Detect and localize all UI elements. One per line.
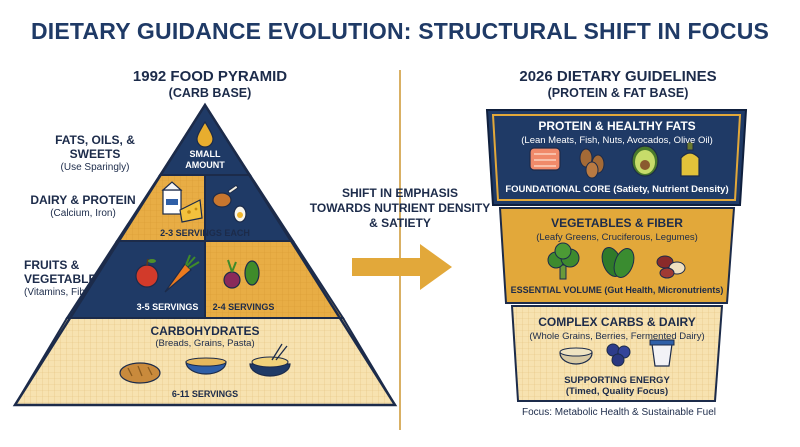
vegetable-servings: 2-4 SERVINGS xyxy=(212,302,275,312)
right-column-title: 2026 DIETARY GUIDELINES (PROTEIN & FAT B… xyxy=(508,68,728,100)
spinach-icon xyxy=(601,247,635,278)
cereal-bowl-icon xyxy=(185,357,227,375)
grains-bowl-icon xyxy=(559,347,593,365)
beet-icon xyxy=(223,259,260,289)
label-fruits: FRUITS & VEGETABLES (Vitamins, Fiber) xyxy=(10,258,124,299)
tier-protein-sub: (Lean Meats, Fish, Nuts, Avocados, Olive… xyxy=(521,135,713,146)
carrot-icon xyxy=(164,254,200,293)
label-fruits-sub: (Vitamins, Fiber) xyxy=(24,287,98,298)
tier-carbs-text: COMPLEX CARBS & DAIRY (Whole Grains, Ber… xyxy=(515,315,719,342)
shift-text: SHIFT IN EMPHASIS TOWARDS NUTRIENT DENSI… xyxy=(300,186,500,231)
shift-arrow xyxy=(352,244,452,290)
left-column-title: 1992 FOOD PYRAMID (CARB BASE) xyxy=(110,68,310,100)
tier-carbs-footer-block: SUPPORTING ENERGY (Timed, Quality Focus) xyxy=(515,375,719,397)
label-fats: FATS, OILS, & SWEETS (Use Sparingly) xyxy=(30,133,160,174)
fruit-servings: 3-5 SERVINGS xyxy=(136,302,199,312)
tier-protein-fats xyxy=(485,109,748,206)
carb-title: CARBOHYDRATES xyxy=(150,324,260,338)
almonds-icon xyxy=(579,148,605,179)
tier-carbs-footer: SUPPORTING ENERGY xyxy=(564,375,670,386)
label-dairy: DAIRY & PROTEIN (Calcium, Iron) xyxy=(28,193,138,220)
milk-carton-icon xyxy=(161,181,183,215)
focus-note: Focus: Metabolic Health & Sustainable Fu… xyxy=(522,407,716,418)
tier-carbs-sub: (Whole Grains, Berries, Fermented Dairy) xyxy=(529,331,705,342)
column-divider xyxy=(399,70,401,430)
right-subtitle: (PROTEIN & FAT BASE) xyxy=(547,86,689,100)
dairy-servings: 2-3 SERVINGS EACH xyxy=(160,228,250,238)
apple-icon xyxy=(135,258,159,288)
left-subtitle: (CARB BASE) xyxy=(168,86,252,100)
blueberries-icon xyxy=(606,343,631,367)
page-title: DIETARY GUIDANCE EVOLUTION: STRUCTURAL S… xyxy=(30,18,770,44)
tier-carbs-footer2: (Timed, Quality Focus) xyxy=(565,386,669,397)
oil-drop-icon xyxy=(196,120,214,148)
tier-veg-footer: ESSENTIAL VOLUME (Gut Health, Micronutri… xyxy=(510,285,724,295)
olive-oil-icon xyxy=(680,141,700,177)
left-title: 1992 FOOD PYRAMID xyxy=(132,68,288,85)
chicken-leg-icon xyxy=(212,184,239,208)
salmon-icon xyxy=(529,147,561,171)
label-fats-heading: FATS, OILS, & SWEETS xyxy=(55,133,135,161)
bread-icon xyxy=(119,362,161,384)
tier-veg-heading: VEGETABLES & FIBER xyxy=(551,216,683,230)
pasta-bowl-icon xyxy=(249,343,291,377)
tier-carbs-heading: COMPLEX CARBS & DAIRY xyxy=(538,315,696,329)
carb-servings: 6-11 SERVINGS xyxy=(171,389,239,399)
avocado-icon xyxy=(631,145,659,177)
broccoli-icon xyxy=(547,242,580,280)
guidelines-stack xyxy=(485,109,748,402)
right-title: 2026 DIETARY GUIDELINES xyxy=(519,68,717,85)
tier-protein-heading: PROTEIN & HEALTHY FATS xyxy=(538,119,696,133)
carb-subtitle: (Breads, Grains, Pasta) xyxy=(155,338,255,349)
shift-line-2: TOWARDS NUTRIENT DENSITY xyxy=(309,201,491,215)
label-fats-sub: (Use Sparingly) xyxy=(60,162,130,173)
tier-protein-text: PROTEIN & HEALTHY FATS (Lean Meats, Fish… xyxy=(495,119,739,146)
label-dairy-heading: DAIRY & PROTEIN xyxy=(30,193,136,207)
label-dairy-sub: (Calcium, Iron) xyxy=(50,208,116,219)
shift-line-1: SHIFT IN EMPHASIS xyxy=(341,186,458,200)
cheese-icon xyxy=(179,199,203,223)
yogurt-icon xyxy=(649,339,675,367)
beans-icon xyxy=(656,255,686,279)
tier-veg-text: VEGETABLES & FIBER (Leafy Greens, Crucif… xyxy=(505,216,729,243)
label-fruits-heading: FRUITS & VEGETABLES xyxy=(24,258,105,286)
tier-protein-footer: FOUNDATIONAL CORE (Satiety, Nutrient Den… xyxy=(505,184,729,195)
tier-veg-sub: (Leafy Greens, Cruciferous, Legumes) xyxy=(536,232,698,243)
top-tier-text: SMALL AMOUNT xyxy=(185,149,225,170)
shift-line-3: & SATIETY xyxy=(369,216,431,230)
